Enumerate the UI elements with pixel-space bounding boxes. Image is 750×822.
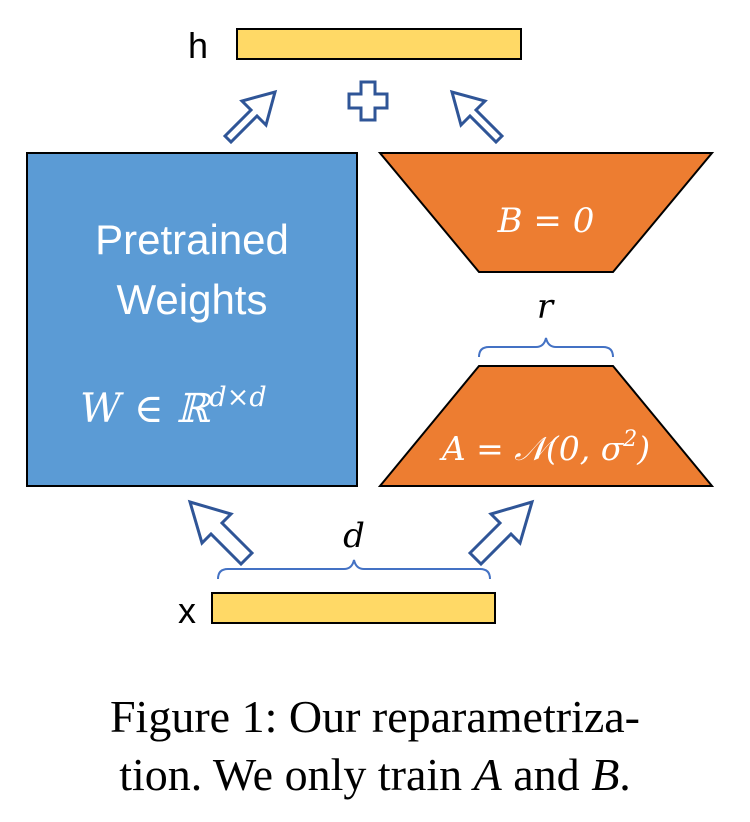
a-matrix-label-base: A = 𝒩(0, σ	[439, 429, 625, 468]
figure-caption: Figure 1: Our reparametriza- tion. We on…	[0, 688, 750, 804]
caption-line1: Figure 1: Our reparametriza-	[109, 691, 641, 742]
rank-r-label: r	[537, 287, 555, 327]
pretrained-weights-block	[26, 152, 358, 487]
caption-var-a: A	[473, 749, 502, 800]
caption-line2: tion. We only train A and B.	[0, 746, 750, 804]
plus-icon	[347, 80, 389, 122]
pretrained-label-line1: Pretrained	[95, 216, 289, 263]
caption-period: .	[619, 749, 631, 800]
w-dimension-superscript: d×d	[209, 382, 266, 413]
w-dimension-label: W ∈ ℝd×d	[80, 382, 267, 432]
arrow-up-left-icon	[449, 89, 505, 145]
caption-var-b: B	[591, 749, 620, 800]
arrow-up-right-icon	[222, 89, 278, 145]
a-matrix-label: A = 𝒩(0, σ2)	[439, 427, 650, 468]
rank-r-brace	[478, 337, 614, 358]
a-matrix-block	[377, 365, 715, 487]
pretrained-label-line2: Weights	[117, 276, 268, 323]
b-matrix-label: B = 0	[497, 201, 595, 241]
arrow-up-right-to-a-icon	[467, 499, 535, 567]
arrow-up-left-to-weights-icon	[187, 499, 255, 567]
x-vector	[211, 592, 496, 624]
a-matrix-label-superscript: 2	[622, 427, 637, 452]
caption-and: and	[501, 749, 592, 800]
w-dimension-base: W ∈ ℝ	[80, 386, 212, 432]
label-x: x	[178, 590, 196, 631]
a-matrix-label-close: )	[636, 429, 650, 468]
dimension-d-brace	[217, 559, 491, 580]
caption-line2-text: tion. We only train	[119, 749, 474, 800]
h-vector	[236, 28, 522, 60]
label-h: h	[188, 25, 208, 66]
b-matrix-block	[377, 152, 715, 273]
dimension-d-label: d	[343, 516, 365, 556]
